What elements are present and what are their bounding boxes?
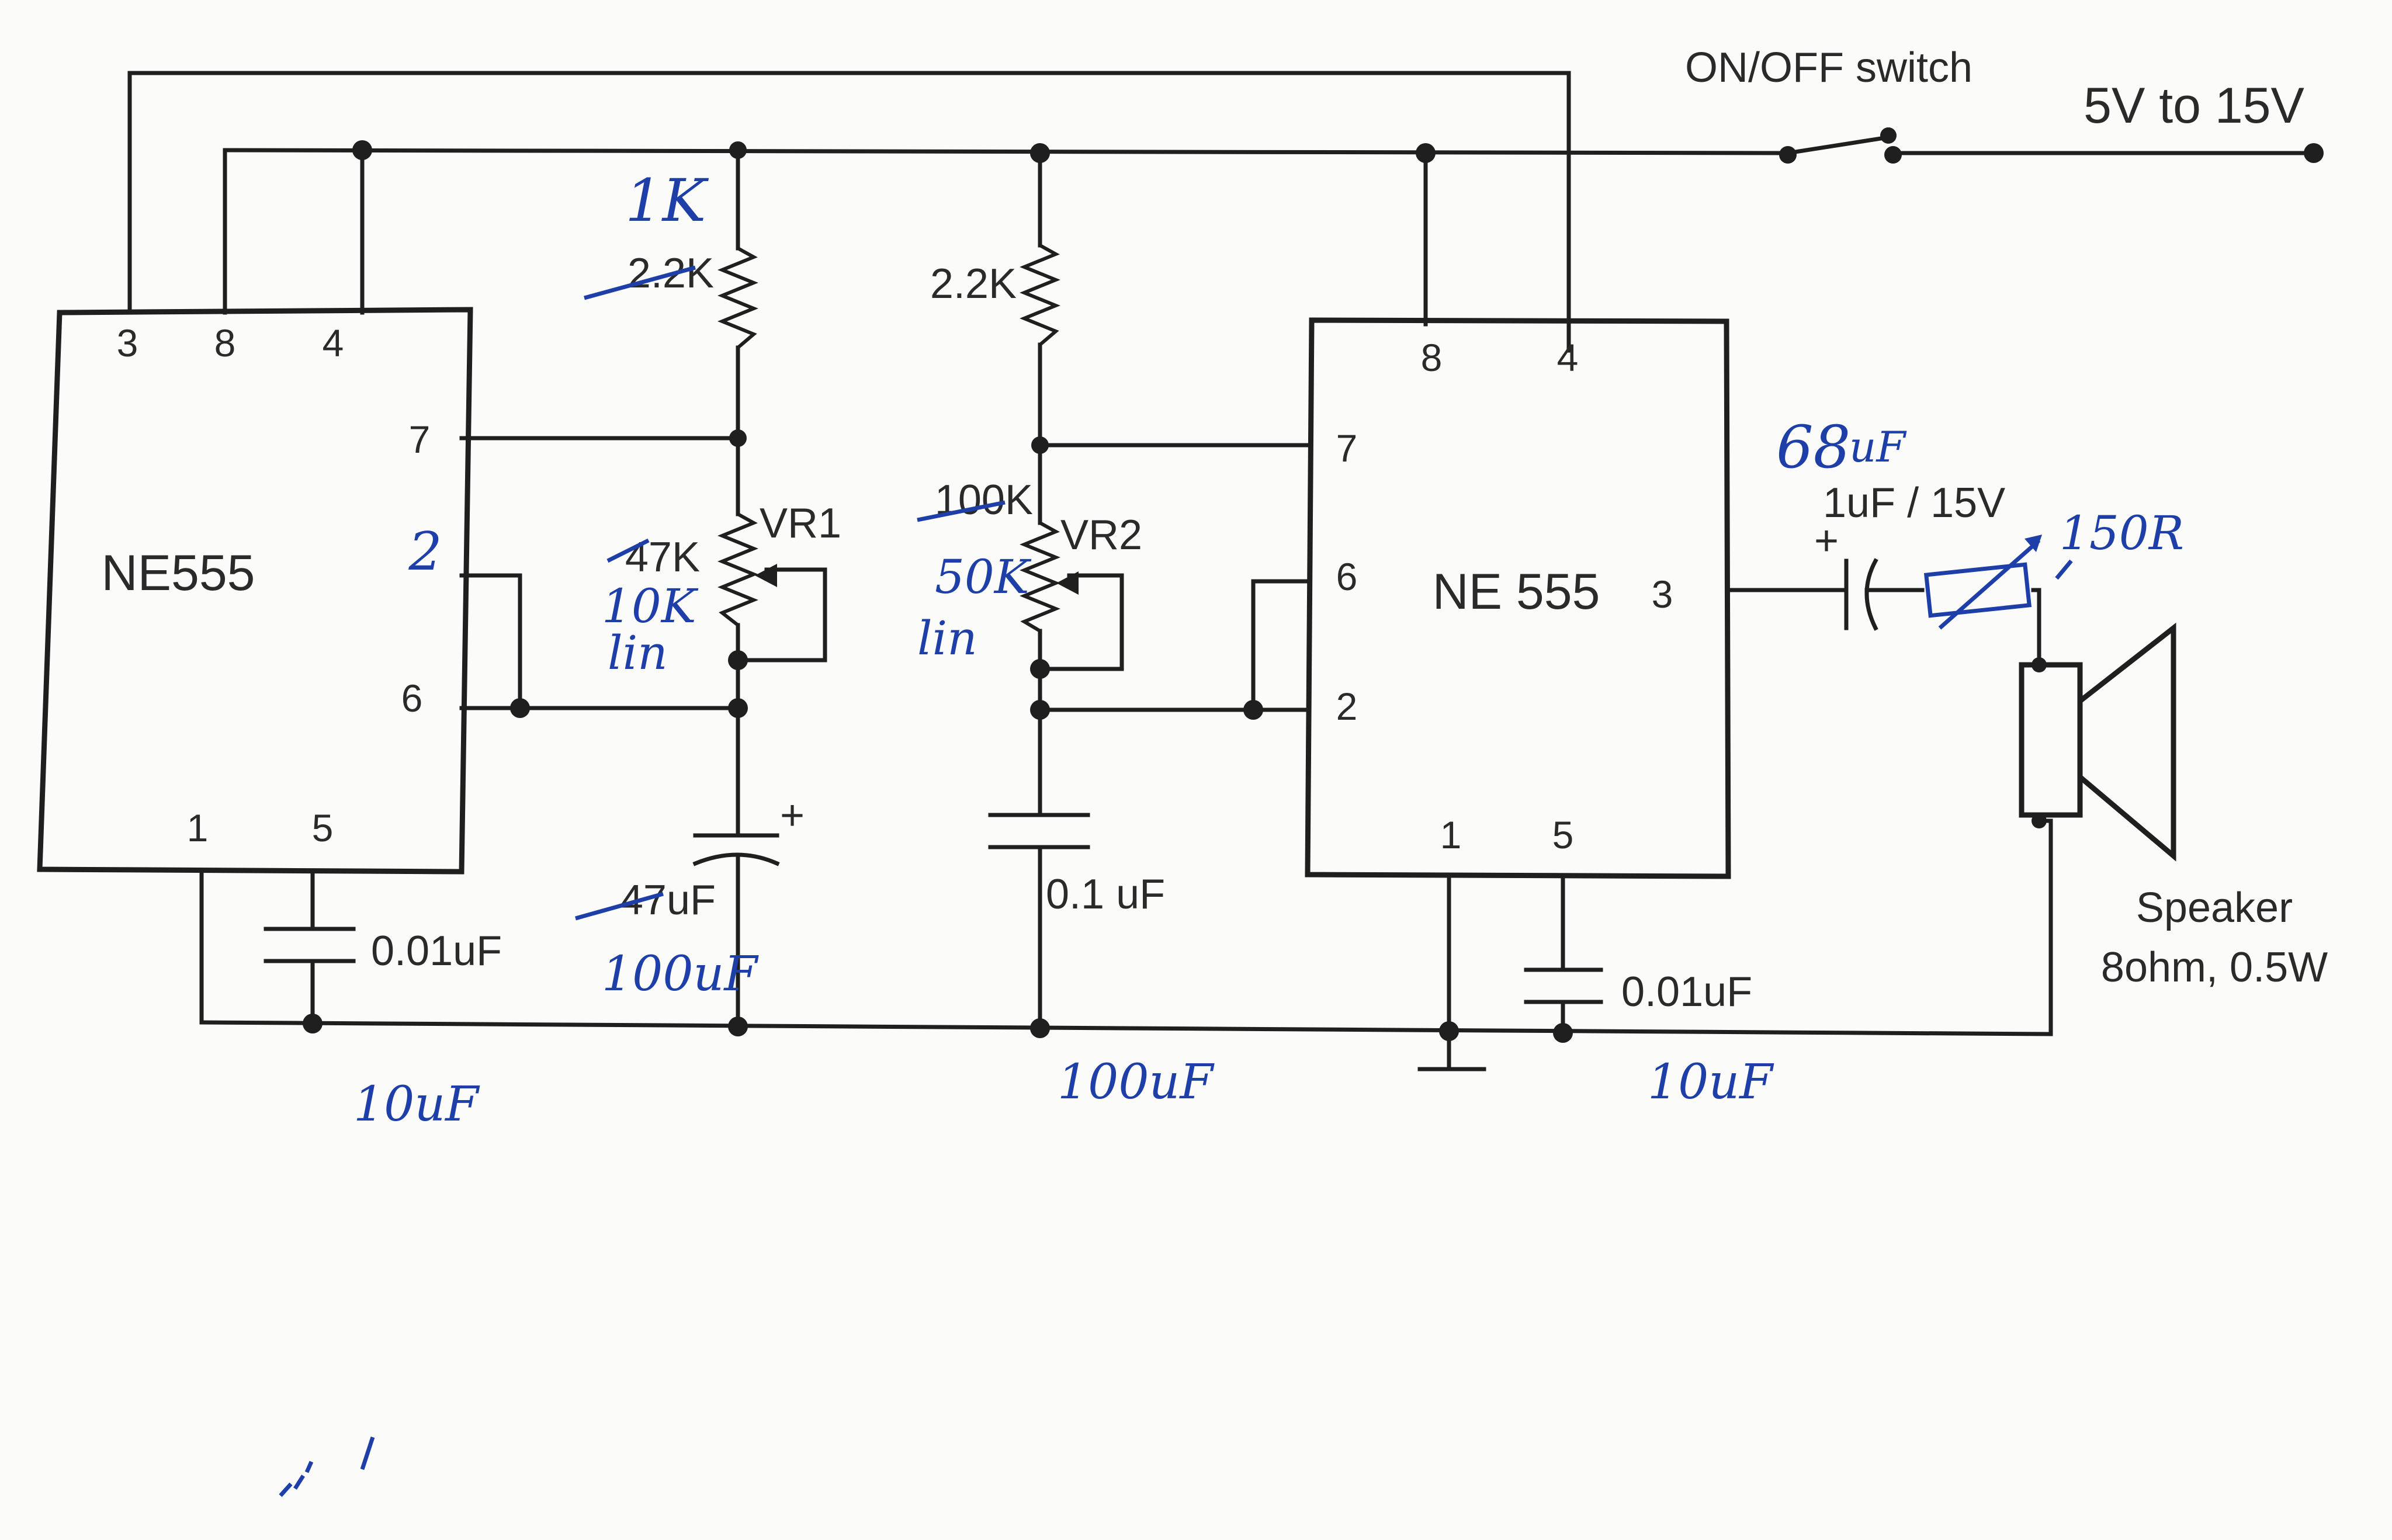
c-timing2-printed-value: 0.1 uF	[1046, 871, 1165, 918]
speaker-label: Speaker	[2136, 885, 2293, 931]
vr2-handwritten-value: 50K	[935, 550, 1032, 604]
ic-left-pin6: 6	[401, 677, 423, 720]
vr1-handwritten-note: lin	[608, 626, 668, 680]
ic-left-pin1: 1	[187, 806, 209, 849]
capacitor-timing2: 0.1 uF 100uF	[988, 813, 1215, 1110]
trimmer-150r: 150R	[1923, 506, 2184, 630]
c-out-polarity: +	[1814, 518, 1839, 564]
ic-left-pin3: 3	[117, 321, 138, 365]
potentiometer-vr1: VR1 47K 10K lin	[602, 500, 841, 680]
ic-right-pin5: 5	[1552, 813, 1574, 856]
ic-left-name: NE555	[102, 545, 255, 601]
vr1-label: VR1	[760, 500, 841, 547]
wires	[127, 71, 2316, 1071]
ic-left-pin4: 4	[323, 321, 344, 365]
c-ctrl1-handwritten-value: 10uF	[353, 1077, 480, 1132]
ic-left-pin7: 7	[409, 418, 431, 461]
c-ctrl2-printed-value: 0.01uF	[1621, 969, 1752, 1015]
ic-right-pin3: 3	[1652, 573, 1673, 616]
speaker: Speaker 8ohm, 0.5W	[2019, 622, 2328, 991]
c-timing1-handwritten-value: 100uF	[602, 946, 759, 1002]
ic-right-name: NE 555	[1433, 564, 1600, 620]
vr1-handwritten-value: 10K	[602, 579, 699, 633]
power-supply: 5V to 15V	[2084, 78, 2304, 134]
capacitor-output: + 1uF / 15V 68 uF	[1776, 413, 2005, 631]
vr1-strikeout	[606, 538, 650, 563]
ic-left-pin8: 8	[214, 321, 236, 365]
c-timing2-handwritten-value: 100uF	[1058, 1055, 1215, 1110]
vr2-handwritten-note: lin	[917, 611, 977, 665]
ic-left-pin5: 5	[312, 806, 334, 849]
ic-right-ne555: NE 555 8 4 7 6 2 3 1 5	[1305, 317, 1731, 879]
ic-left-ne555: NE555 3 8 4 7 2 6 1 5	[37, 307, 473, 875]
r2-printed-value: 2.2K	[930, 261, 1017, 307]
speaker-rating: 8ohm, 0.5W	[2101, 944, 2328, 991]
c-timing1-polarity: +	[780, 792, 805, 839]
vr2-label: VR2	[1060, 512, 1142, 559]
trimmer-handwritten-value: 150R	[2060, 506, 2184, 560]
ic-right-pin1: 1	[1440, 813, 1462, 856]
capacitor-control-right: 0.01uF 10uF	[1524, 967, 1774, 1110]
resistor-r1: 2.2K 1K	[584, 167, 758, 349]
resistor-r2: 2.2K	[930, 244, 1060, 346]
c-timing1-strikeout	[575, 892, 664, 921]
vr1-printed-value: 47K	[625, 534, 700, 581]
capacitor-timing1: + 47uF 100uF	[575, 792, 805, 1002]
ic-right-pin4: 4	[1557, 336, 1579, 379]
c-ctrl2-handwritten-value: 10uF	[1648, 1055, 1774, 1110]
ic-right-pin6: 6	[1336, 555, 1358, 598]
junction-dots	[303, 127, 2324, 1043]
c-out-handwritten-value: 68	[1776, 413, 1850, 481]
vr2-printed-value: 100K	[935, 477, 1033, 523]
switch-label: ON/OFF switch	[1685, 44, 1972, 91]
power-switch: ON/OFF switch	[1685, 44, 1972, 91]
ic-right-pin7: 7	[1336, 426, 1358, 470]
ic-right-pin8: 8	[1421, 336, 1443, 379]
c-out-handwritten-unit: uF	[1849, 422, 1907, 471]
potentiometer-vr2: VR2 100K 50K lin	[917, 477, 1142, 665]
r1-handwritten-value: 1K	[625, 167, 709, 235]
c-ctrl1-printed-value: 0.01uF	[371, 928, 502, 974]
ic-right-pin2: 2	[1336, 685, 1358, 728]
vr2-strikeout	[917, 500, 1006, 522]
pen-scribble	[279, 1436, 375, 1497]
c-out-printed-value: 1uF / 15V	[1823, 480, 2005, 526]
r1-strikeout	[584, 265, 696, 300]
ic-left-pin2-handwritten: 2	[408, 521, 442, 582]
supply-label: 5V to 15V	[2084, 78, 2304, 134]
capacitor-control-left: 0.01uF 10uF	[264, 927, 502, 1132]
